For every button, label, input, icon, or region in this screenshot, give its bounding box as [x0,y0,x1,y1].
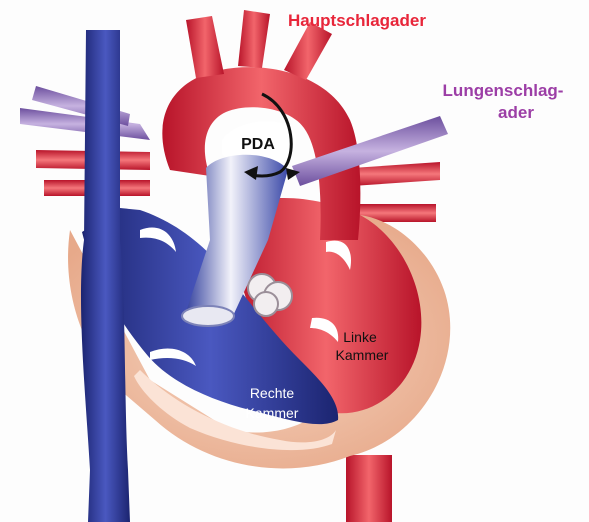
pda-label: PDA [241,136,275,153]
aorta-label: Hauptschlagader [288,11,426,30]
right-pulmonary-veins [352,162,440,222]
right-ventricle-label-line1: Rechte [250,385,295,401]
pulmonary-artery-label-line2: ader [498,103,534,122]
pulmonary-artery-label-line1: Lungenschlag- [443,81,564,100]
right-ventricle-label-line2: Kammer [246,405,299,421]
descending-aorta [346,455,392,522]
left-ventricle-label-line1: Linke [343,329,377,345]
left-ventricle-label-line2: Kammer [336,347,389,363]
pulmonary-valve [182,306,234,326]
